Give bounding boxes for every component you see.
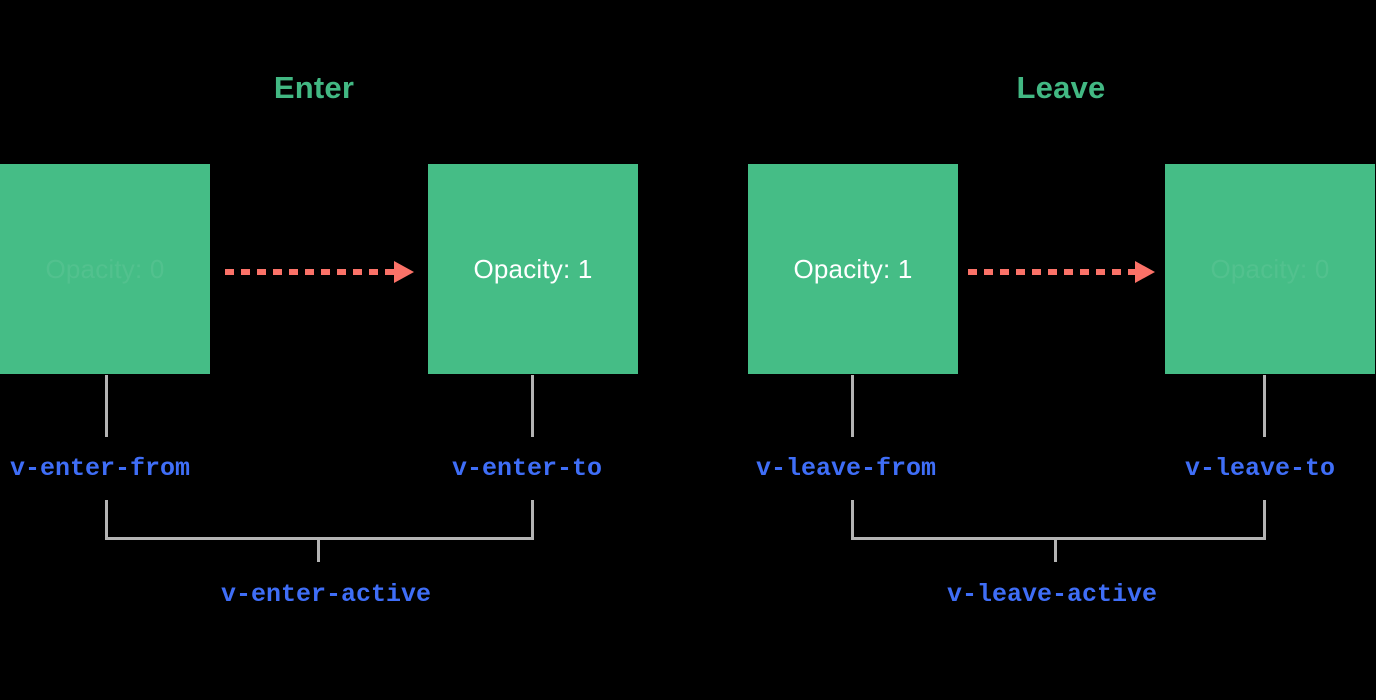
connector-enter-to bbox=[531, 375, 534, 437]
state-box-enter-from: Opacity: 0 bbox=[0, 164, 210, 374]
transition-arrow-enter bbox=[225, 261, 415, 283]
state-box-label: Opacity: 1 bbox=[473, 253, 593, 284]
arrow-head-icon bbox=[1135, 261, 1155, 283]
connector-enter-from bbox=[105, 375, 108, 437]
bracket-enter-left-stem bbox=[105, 500, 108, 540]
arrow-shaft bbox=[225, 269, 395, 275]
phase-title-enter: Enter bbox=[273, 70, 355, 105]
class-label-v-enter-from: v-enter-from bbox=[10, 454, 191, 483]
bracket-leave-right-stem bbox=[1263, 500, 1266, 540]
state-box-leave-to: Opacity: 0 bbox=[1165, 164, 1375, 374]
state-box-leave-from: Opacity: 1 bbox=[748, 164, 958, 374]
bracket-enter-center-stem bbox=[317, 537, 320, 562]
bracket-leave-center-stem bbox=[1054, 537, 1057, 562]
state-box-enter-to: Opacity: 1 bbox=[428, 164, 638, 374]
class-label-v-enter-to: v-enter-to bbox=[452, 454, 603, 483]
class-label-v-leave-to: v-leave-to bbox=[1185, 454, 1336, 483]
class-label-v-enter-active: v-enter-active bbox=[220, 580, 432, 609]
bracket-leave-left-stem bbox=[851, 500, 854, 540]
arrow-head-icon bbox=[394, 261, 414, 283]
phase-title-leave: Leave bbox=[1016, 70, 1106, 105]
state-box-label: Opacity: 1 bbox=[793, 253, 913, 284]
transition-arrow-leave bbox=[968, 261, 1156, 283]
arrow-shaft bbox=[968, 269, 1136, 275]
state-box-label: Opacity: 0 bbox=[45, 253, 165, 284]
class-label-v-leave-from: v-leave-from bbox=[756, 454, 937, 483]
connector-leave-to bbox=[1263, 375, 1266, 437]
bracket-leave-span bbox=[851, 537, 1266, 540]
class-label-v-leave-active: v-leave-active bbox=[946, 580, 1158, 609]
bracket-enter-right-stem bbox=[531, 500, 534, 540]
connector-leave-from bbox=[851, 375, 854, 437]
state-box-label: Opacity: 0 bbox=[1210, 253, 1330, 284]
